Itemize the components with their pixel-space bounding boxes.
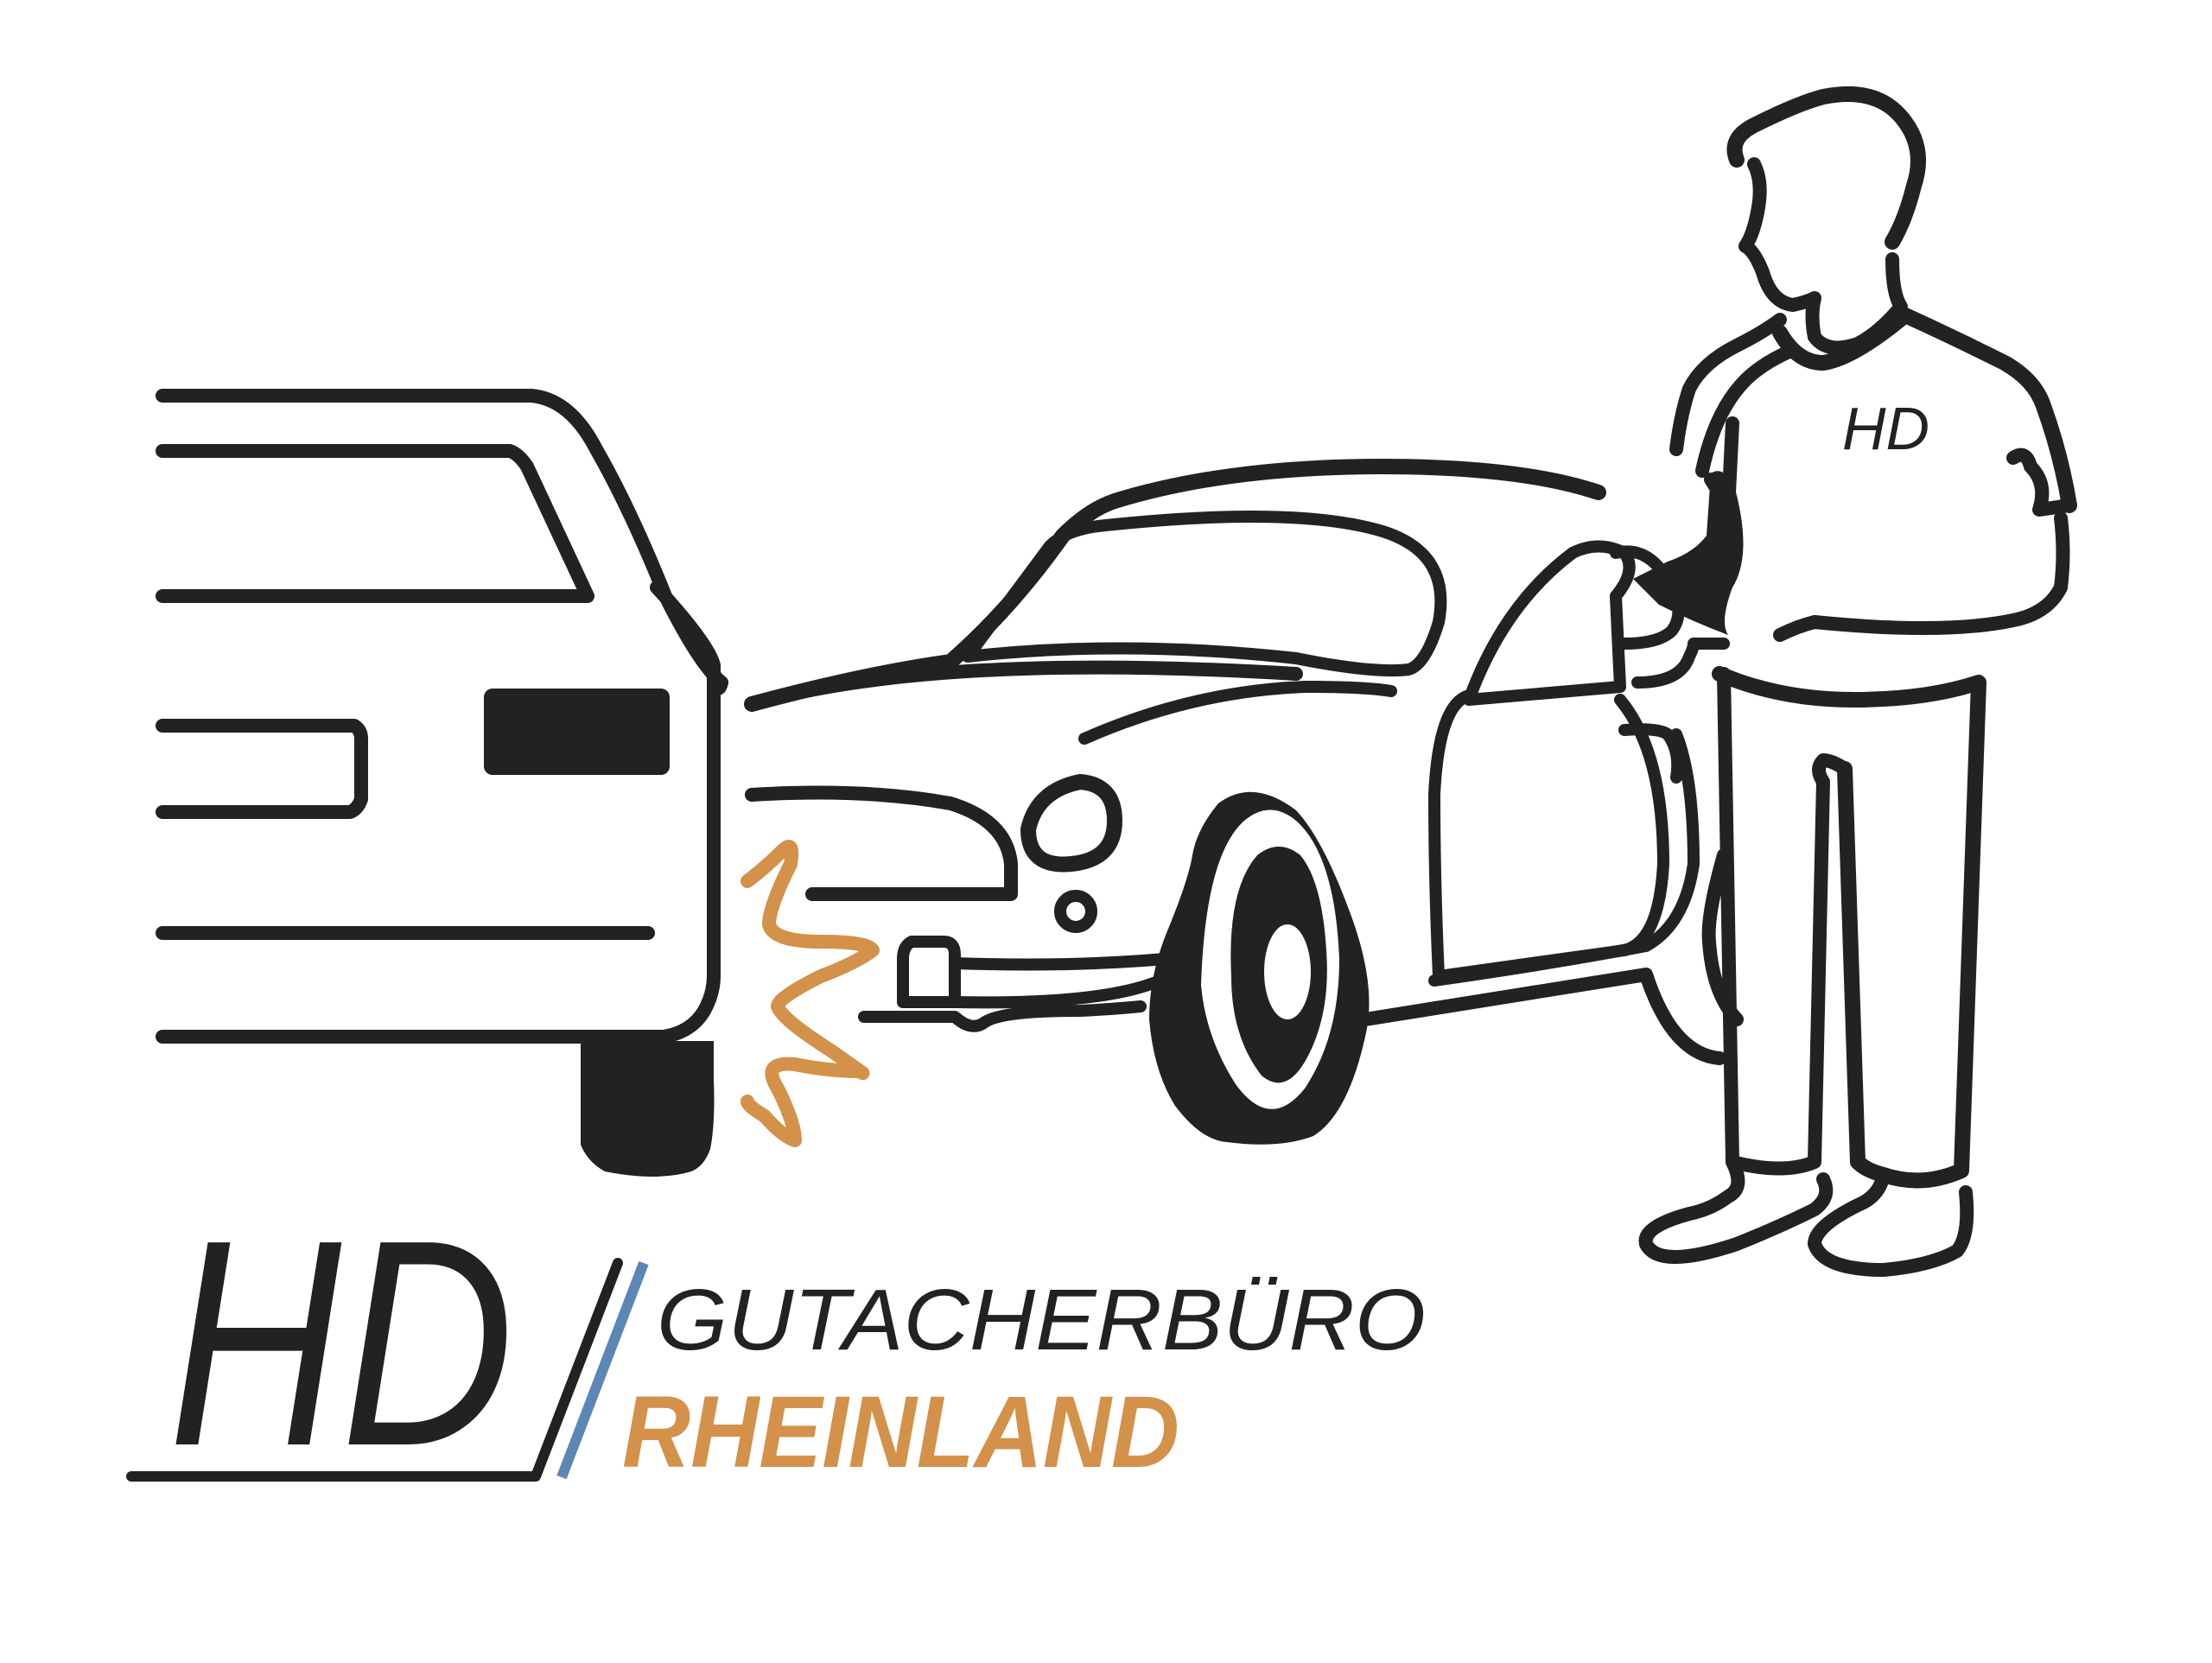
collision-spark-icon xyxy=(741,840,880,1147)
logo-tagline: GUTACHERBÜRO xyxy=(657,1272,1426,1368)
logo-region: RHEINLAND xyxy=(622,1375,1179,1489)
appraiser-with-clipboard-icon: HD xyxy=(1633,86,2077,1277)
logo-monogram: HD xyxy=(168,1179,514,1507)
speeding-car-icon xyxy=(156,389,728,1177)
wordmark: HD GUTACHERBÜRO RHEINLAND xyxy=(126,1179,1426,1507)
shirt-monogram: HD xyxy=(1842,395,1929,462)
damaged-sports-car-icon xyxy=(744,459,1730,1145)
